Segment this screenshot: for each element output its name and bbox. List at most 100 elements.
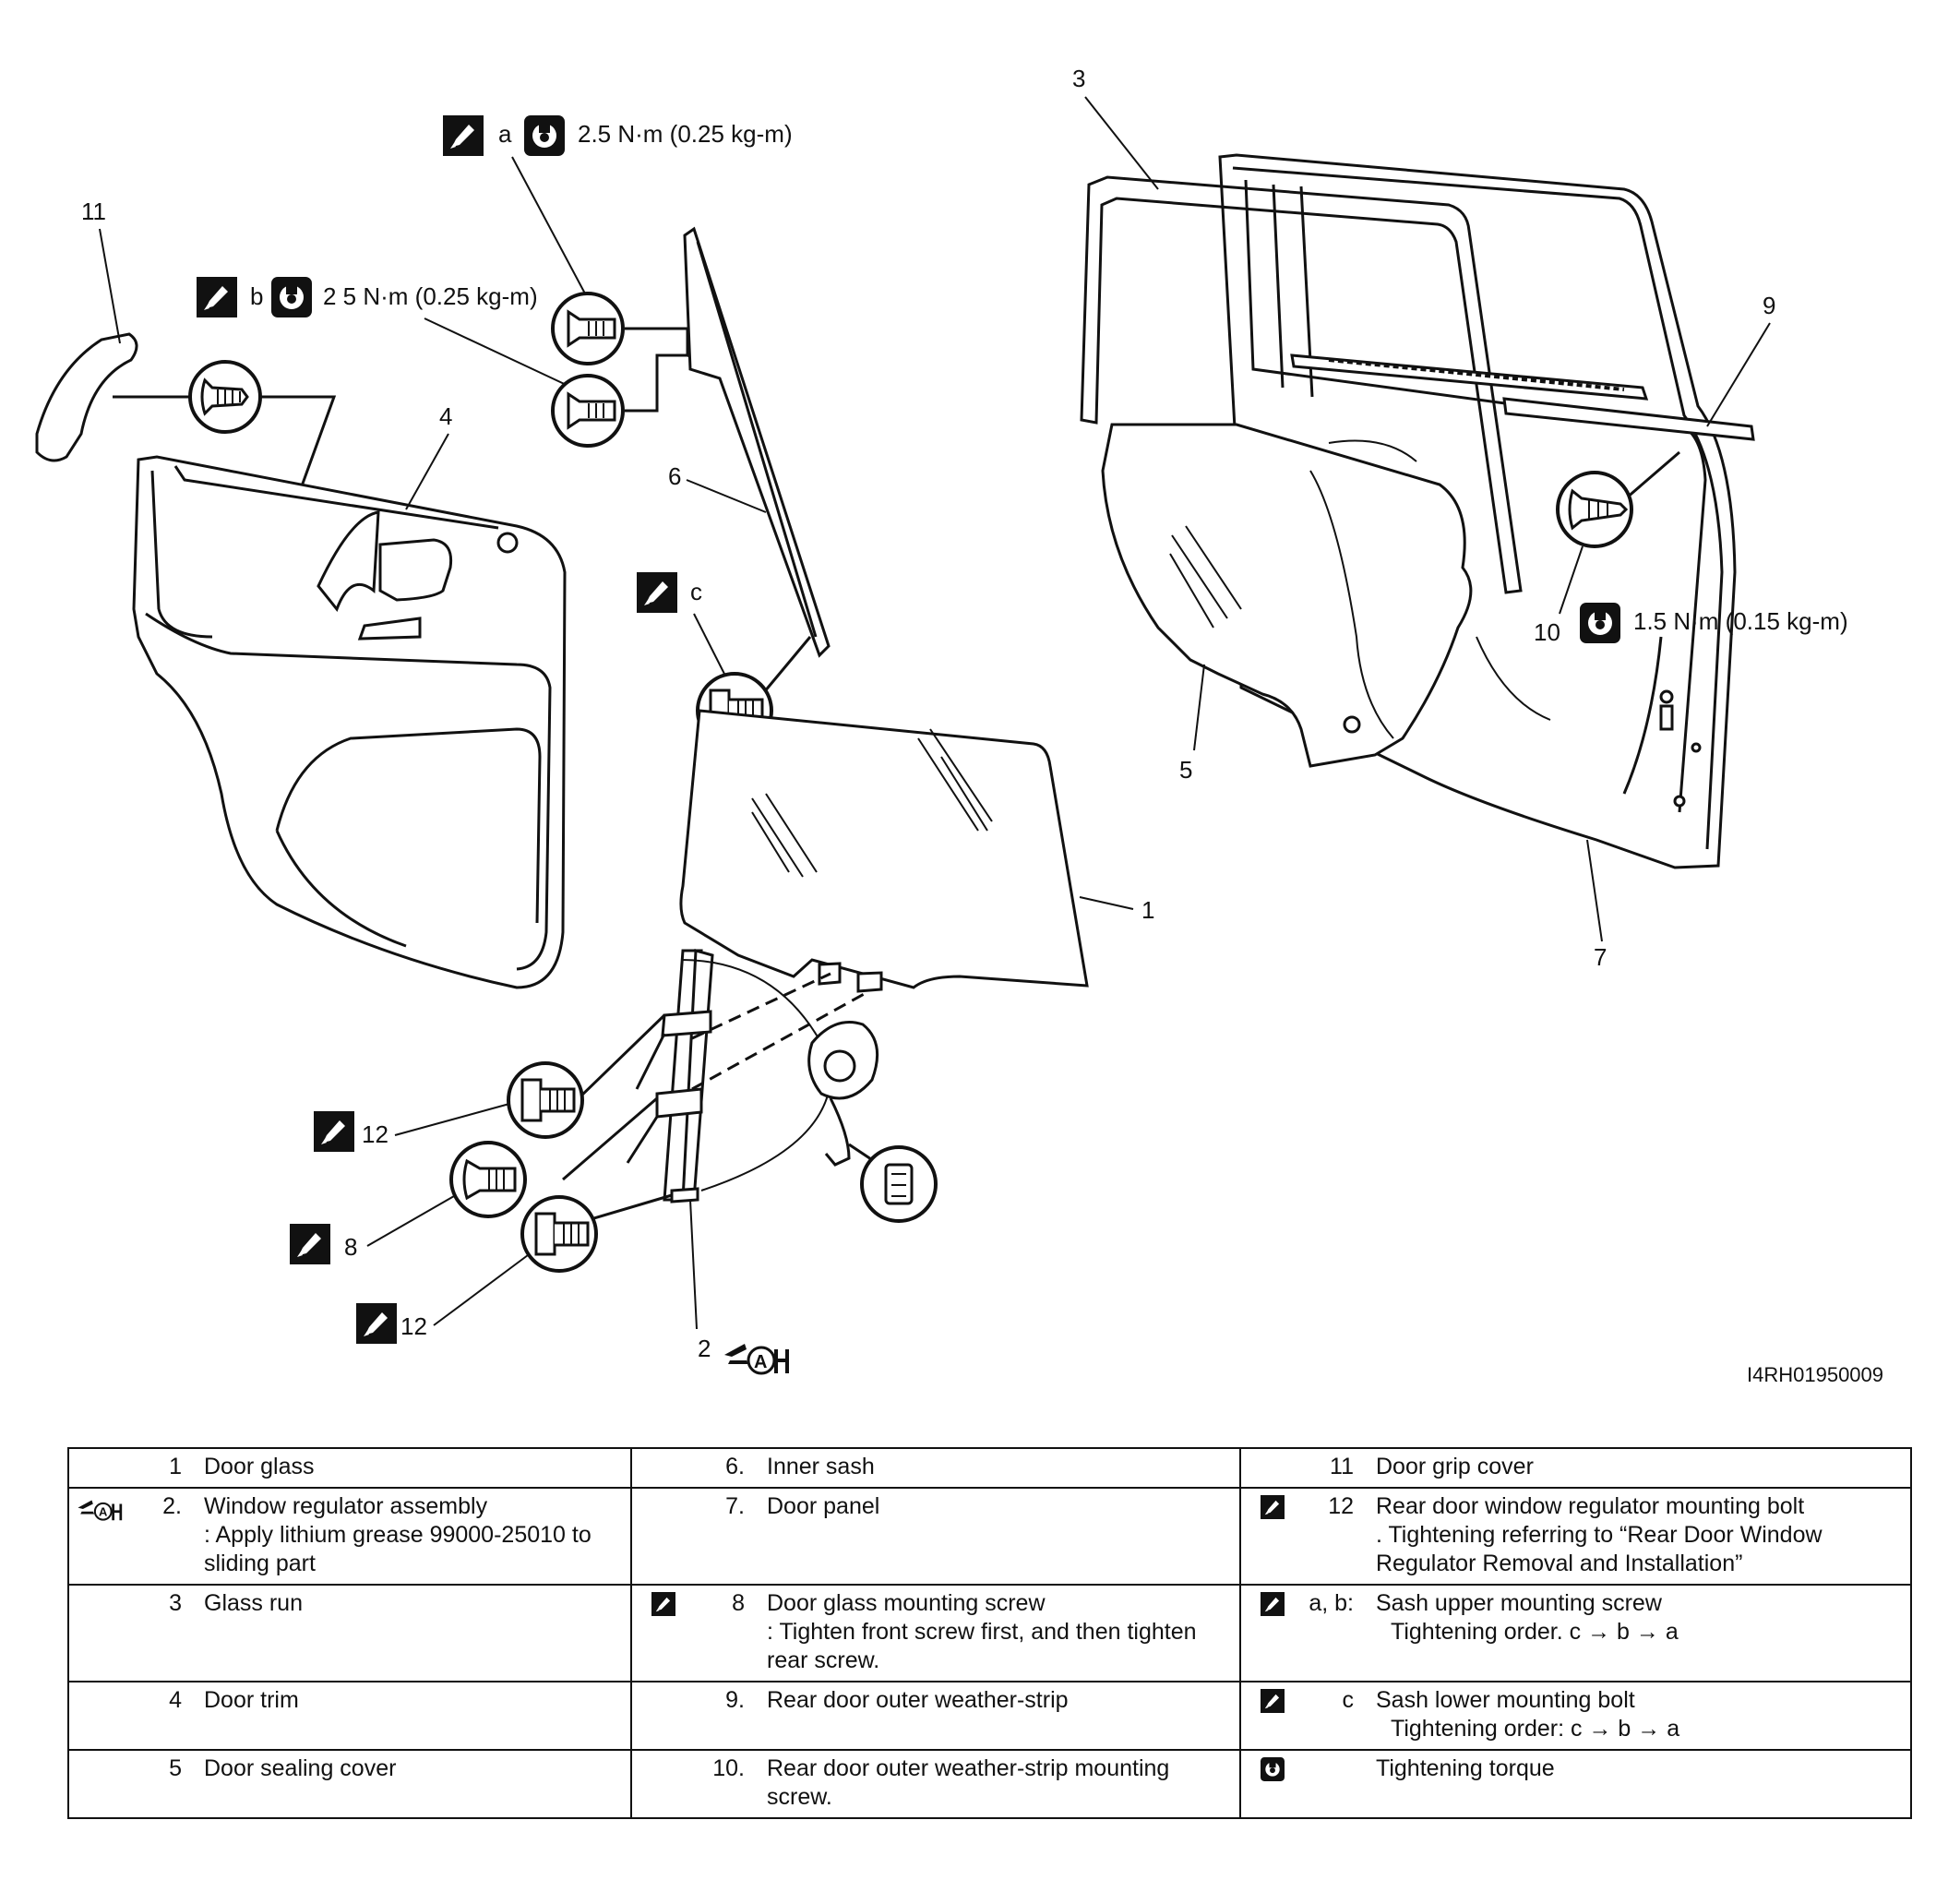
tightening-torque-icon [1247,1754,1298,1781]
tightening-torque-icon [1580,603,1620,643]
glass-run [1080,175,1523,594]
legend-item-number: 6. [725,1454,745,1479]
legend-row: 3 Glass run 8 Door glass mounting screw : Ti… [67,1584,1912,1682]
bolt-marker-icon [638,1589,689,1616]
legend-text-line: Glass run [204,1590,303,1616]
legend-cell: 8 Door glass mounting screw : Tighten fron… [630,1584,1241,1682]
legend-cell: 7. Door panel [630,1487,1241,1586]
legend-item-number: 10. [712,1755,745,1781]
bolt-marker-icon [290,1224,330,1264]
inner-sash [683,226,831,658]
legend-text-line: : Apply lithium grease 99000-25010 to [204,1522,592,1548]
bolt-marker-icon [1247,1589,1298,1616]
legend-text-line: Door glass mounting screw [767,1590,1046,1616]
bolt-marker-icon [197,277,237,317]
legend-item-text: Tightening torque [1376,1754,1905,1783]
legend-item-text: Rear door outer weather-strip [767,1686,1234,1715]
legend-item-text: Rear door window regulator mounting bolt… [1376,1492,1905,1578]
legend-text-line: sliding part [204,1551,316,1576]
legend-item-number: 11 [1330,1454,1354,1479]
legend-item-text: Inner sash [767,1453,1234,1481]
label-b: b [250,282,263,310]
legend-item-number: 3 [169,1590,182,1616]
tightening-torque-icon [524,115,565,156]
label-a: a [498,120,512,148]
legend-item-text: Door glass mounting screw : Tighten front… [767,1589,1234,1675]
exploded-door-diagram: 11 4 a 2.5 N·m (0.25 kg-m) b 2 5 N·m (0.… [35,65,1883,1386]
callout-10: 10 [1534,618,1560,646]
legend-item-number: 9. [725,1687,745,1713]
screw-icon [1556,450,1680,548]
legend-item-text: Window regulator assembly : Apply lithium… [204,1492,625,1578]
label-c: c [690,578,702,605]
legend-row: 4 Door trim 9. Rear door outer weather-stri… [67,1681,1912,1751]
legend-text-line: Tightening order. c → b → a [1391,1619,1679,1645]
callout-1: 1 [1141,896,1154,924]
bolt-marker-icon [356,1303,397,1344]
legend-item-number: 8 [732,1590,745,1616]
window-regulator-assembly [655,949,883,1203]
legend-cell: 4 Door trim [67,1681,632,1751]
legend-text-line: Window regulator assembly [204,1493,488,1519]
tightening-torque-icon [271,277,312,317]
bolt-icon [507,1061,584,1139]
legend-text-line: Door grip cover [1376,1454,1534,1479]
legend-cell: 1 Door glass [67,1447,632,1489]
bolt-marker-icon [443,115,484,156]
grease-A-icon: A [75,1492,126,1523]
callout-9: 9 [1763,292,1775,319]
legend-item-text: Door sealing cover [204,1754,625,1783]
torque-b-value: 2 5 N·m (0.25 kg-m) [323,282,538,310]
legend-cell: 3 Glass run [67,1584,632,1682]
callout-12-upper: 12 [362,1120,388,1148]
grease-A-icon: A [724,1344,789,1375]
legend-item-text: Glass run [204,1589,625,1618]
rear-door-outer-weather-strip [1502,397,1755,441]
legend-text-line: Door panel [767,1493,880,1519]
bolt-icon [520,1195,598,1273]
legend-text-line: rear screw. [767,1647,880,1673]
legend-cell: 11 Door grip cover [1239,1447,1912,1489]
legend-text-line: Regulator Removal and Installation” [1376,1551,1743,1576]
callout-8: 8 [344,1233,357,1261]
legend-row: 1 Door glass 6. Inner sash 11 Door grip cover [67,1447,1912,1489]
legend-item-number: 7. [725,1493,745,1519]
legend-text-line: Rear door outer weather-strip mounting [767,1755,1170,1781]
screw-icon [449,1141,527,1218]
legend-text-line: : Tighten front screw first, and then ti… [767,1619,1197,1645]
callout-6: 6 [668,462,681,490]
legend-item-number: 1 [169,1454,182,1479]
legend-cell: 6. Inner sash [630,1447,1241,1489]
callout-11: 11 [81,198,106,225]
door-glass [679,709,1089,989]
bolt-marker-icon [637,572,677,613]
legend-text-line: . Tightening referring to “Rear Door Win… [1376,1522,1823,1548]
legend-text-line: Rear door window regulator mounting bolt [1376,1493,1805,1519]
door-sealing-cover [1101,423,1551,768]
legend-table: 1 Door glass 6. Inner sash 11 Door grip cover… [67,1447,1912,1819]
bolt-marker-icon [314,1111,354,1152]
legend-text-line: Door sealing cover [204,1755,397,1781]
legend-cell: Tightening torque [1239,1749,1912,1819]
legend-item-text: Door glass [204,1453,625,1481]
legend-text-line: Inner sash [767,1454,875,1479]
legend-item-number: a, b: [1309,1590,1354,1616]
legend-cell: 10. Rear door outer weather-strip mountin… [630,1749,1241,1819]
legend-item-number: c [1342,1687,1355,1713]
connector-icon [848,1143,938,1223]
legend-text-line: Door glass [204,1454,315,1479]
legend-item-text: Door trim [204,1686,625,1715]
callout-3: 3 [1072,65,1085,92]
legend-text-line: Rear door outer weather-strip [767,1687,1069,1713]
svg-text:A: A [99,1505,107,1519]
legend-text-line: Tightening torque [1376,1755,1555,1781]
legend-item-number: 4 [169,1687,182,1713]
torque-a-value: 2.5 N·m (0.25 kg-m) [578,120,793,148]
legend-text-line: Sash lower mounting bolt [1376,1687,1635,1713]
